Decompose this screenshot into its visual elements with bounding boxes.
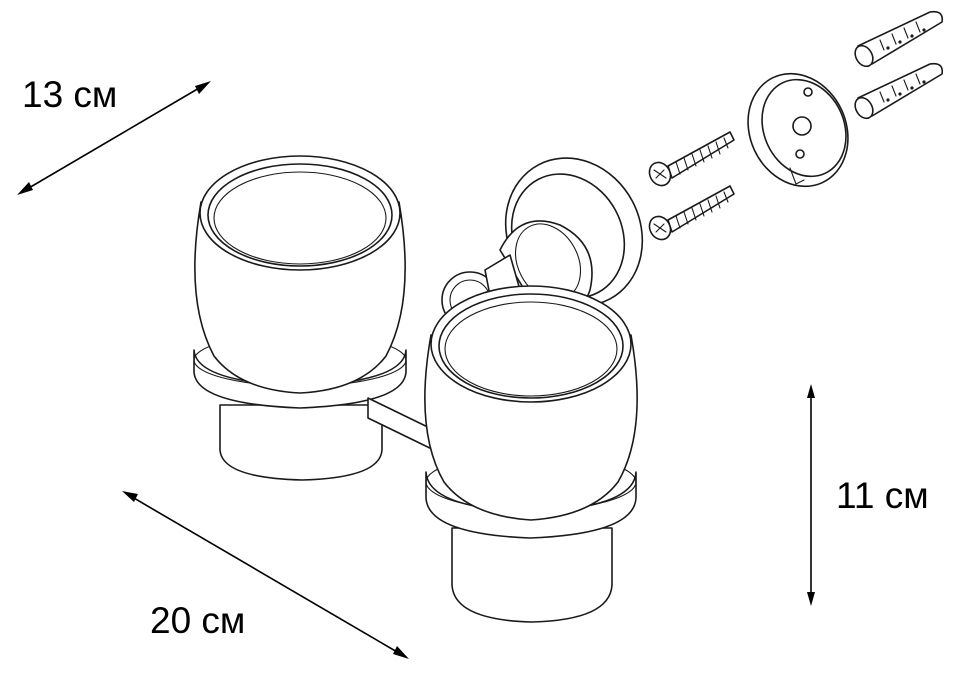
wall-plug-bottom-dot [922, 80, 926, 84]
tumbler-left-rim-lip [213, 171, 387, 265]
depth-label: 13 см [22, 74, 117, 115]
width-dimension: 20 см [122, 491, 409, 659]
wall-plug-top-dot [886, 46, 890, 50]
wall-plug-bottom-end [854, 96, 874, 120]
wall-plug-bottom-dot [910, 86, 914, 90]
wall-plug-top-dot [898, 40, 902, 44]
depth-dimension: 13 см [17, 74, 211, 195]
mount-plate-tab [789, 167, 805, 185]
mount-plate-hole-bottom [795, 149, 805, 159]
height-arrow-head-top [807, 384, 815, 398]
height-label: 11 см [836, 475, 929, 516]
depth-arrow-line [21, 83, 207, 193]
depth-arrow-head-end [195, 81, 211, 94]
screw-bottom-slot [653, 223, 667, 233]
mount-plate-inner [761, 78, 847, 178]
wall-plug-top-ribs [879, 21, 921, 51]
screw-bottom-thread [675, 191, 729, 229]
wall-plug-top-dot [922, 28, 926, 32]
tumbler-left-base [219, 404, 383, 481]
width-arrow-line [126, 493, 405, 657]
wall-plug-bottom-body [857, 62, 944, 117]
height-arrow-head-bottom [807, 592, 815, 606]
tumbler-right-rim-outer [430, 285, 632, 403]
tumbler-right-rim-inner [438, 293, 624, 399]
wall-plug-bottom-dot [898, 92, 902, 96]
tumbler-left-rim-outer [199, 155, 401, 271]
mount-plate-center-hole [792, 116, 812, 136]
width-label: 20 см [150, 600, 245, 641]
wall-plug-top-end [854, 44, 874, 68]
screw-top-shank [667, 131, 735, 179]
mount-plate [747, 72, 849, 188]
wall-plug-bottom-dot [886, 98, 890, 102]
width-arrow-head-end [393, 646, 409, 659]
wall-plug-top-dot [910, 34, 914, 38]
tumbler-right-rim-lip [444, 301, 618, 397]
wall-plug-bottom-ribs [879, 73, 921, 103]
tumbler-right-base [451, 527, 613, 623]
height-dimension: 11 см [807, 384, 929, 606]
width-arrow-head-start [122, 491, 138, 502]
wall-plug-top [854, 10, 944, 68]
screw-top-slot [653, 169, 667, 179]
tumbler-left-rim-inner [207, 163, 393, 267]
tumbler-right [424, 285, 638, 623]
tumbler-left [193, 155, 407, 481]
screw-top-thread [675, 137, 729, 175]
screw-bottom [648, 185, 735, 241]
screw-bottom-shank [667, 185, 735, 233]
depth-arrow-head-start [17, 182, 33, 195]
wall-plug-bottom [854, 62, 944, 120]
mount-plate-hole-top [803, 87, 813, 97]
wall-plug-top-body [857, 10, 944, 65]
screw-top [648, 131, 735, 187]
